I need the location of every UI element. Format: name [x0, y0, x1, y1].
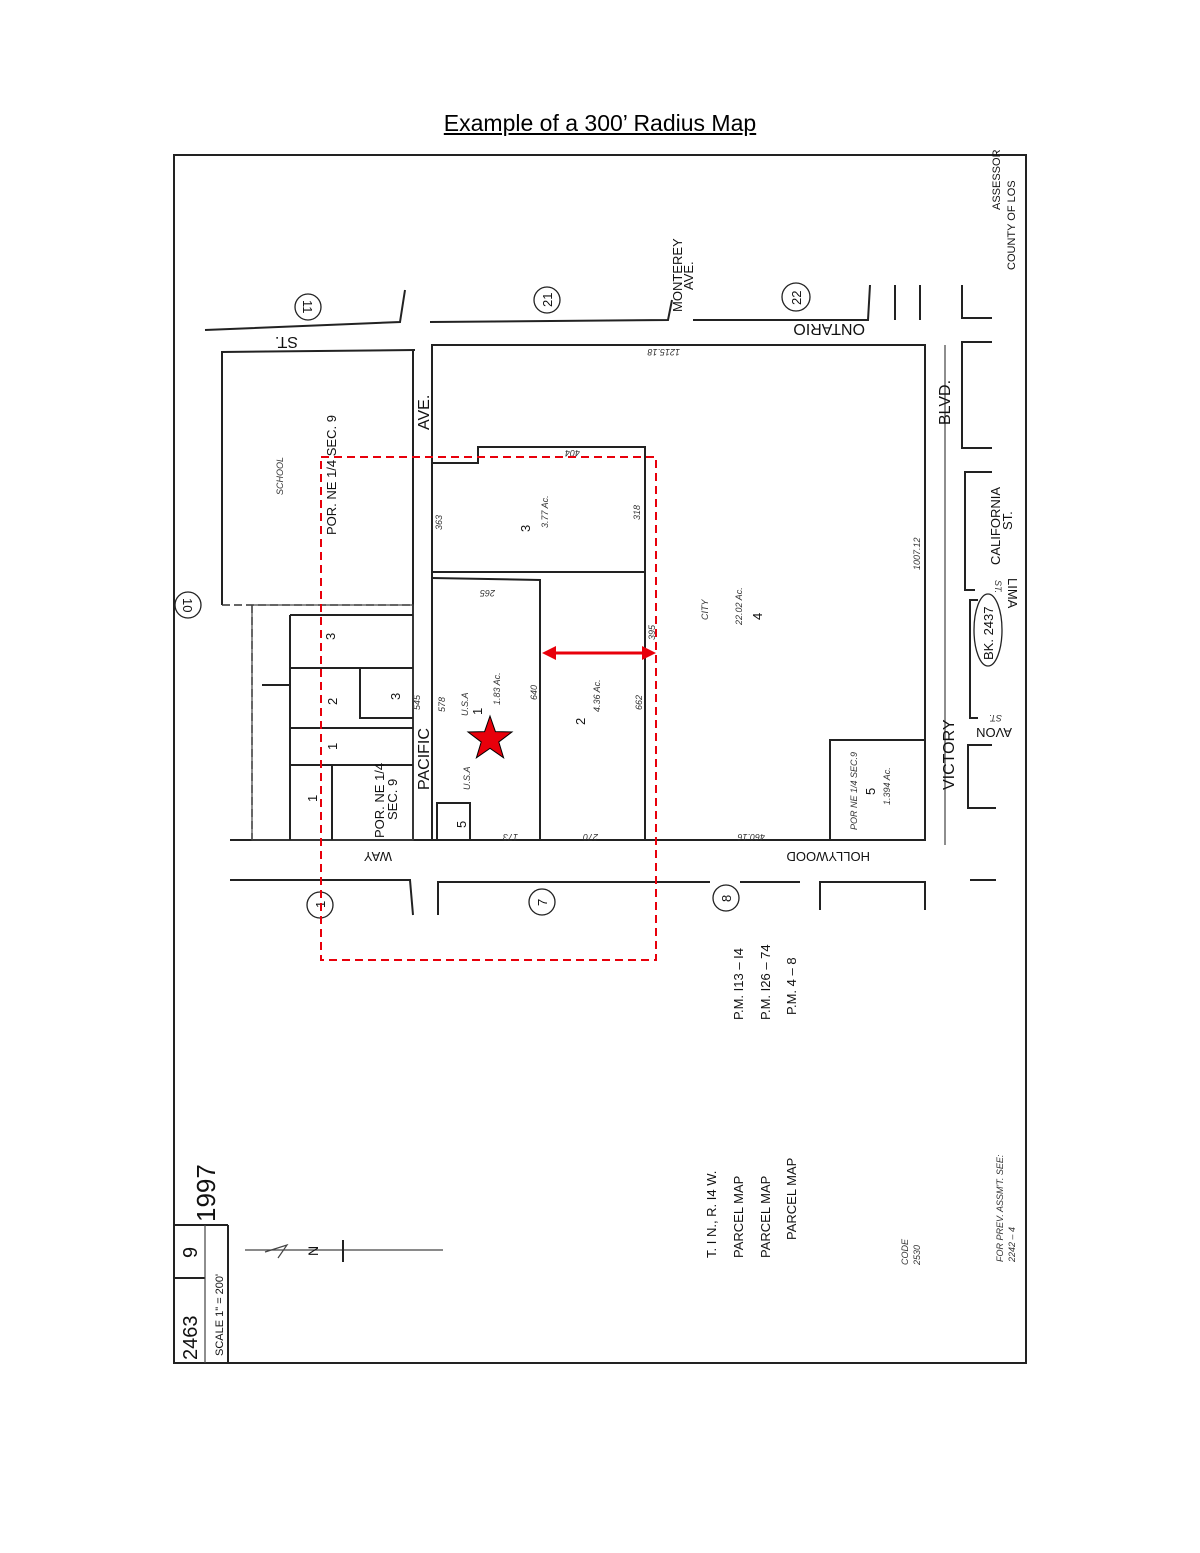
street-st: ST. [275, 333, 298, 350]
svg-text:3: 3 [323, 633, 338, 640]
svg-text:PARCEL MAP: PARCEL MAP [758, 1176, 773, 1258]
svg-text:COUNTY OF LOS: COUNTY OF LOS [1006, 180, 1018, 270]
parcel-labels: 3 3.77 Ac. 2 4.36 Ac. U.S.A 1 1.83 Ac. C… [275, 415, 892, 838]
svg-text:FOR PREV. ASSM'T. SEE:: FOR PREV. ASSM'T. SEE: [995, 1154, 1005, 1262]
svg-text:1: 1 [325, 743, 340, 750]
svg-text:SCHOOL: SCHOOL [275, 457, 285, 495]
subject-property-star-icon [466, 714, 514, 760]
block-number: 21 [540, 293, 555, 307]
svg-text:P.M. I26 – 74: P.M. I26 – 74 [758, 944, 773, 1020]
svg-text:POR. NE 1/4 SEC. 9: POR. NE 1/4 SEC. 9 [324, 415, 339, 535]
road-lines [204, 284, 996, 916]
svg-text:1.394 Ac.: 1.394 Ac. [882, 767, 892, 805]
svg-text:318: 318 [632, 505, 642, 520]
svg-text:POR. NE 1/4: POR. NE 1/4 [372, 763, 387, 838]
north-arrow-icon: N [245, 1240, 443, 1262]
street-pacific: PACIFIC [416, 728, 433, 790]
svg-text:395: 395 [647, 624, 657, 640]
street-victory: VICTORY [941, 719, 958, 790]
street-monterey-ave: AVE. [681, 261, 696, 290]
page-number: 9 [180, 1247, 202, 1258]
svg-text:1215.18: 1215.18 [647, 347, 680, 357]
scale-label: SCALE 1" = 200' [214, 1274, 226, 1356]
book-number: 2463 [180, 1316, 202, 1361]
dimension-labels: 265 640 662 270 460.16 1007.12 578 363 3… [412, 347, 922, 842]
svg-text:1007.12: 1007.12 [912, 537, 922, 570]
svg-text:CITY: CITY [700, 599, 710, 620]
svg-text:5: 5 [454, 821, 469, 828]
svg-text:545: 545 [412, 694, 422, 710]
block-number: 11 [300, 300, 315, 314]
svg-text:2242 – 4: 2242 – 4 [1007, 1227, 1017, 1263]
radius-boundary [320, 456, 657, 961]
svg-text:2: 2 [573, 718, 588, 725]
svg-text:CODE: CODE [900, 1238, 910, 1265]
page-title: Example of a 300’ Radius Map [443, 110, 757, 136]
street-lima-st: ST. [993, 580, 1003, 593]
street-ontario: ONTARIO [793, 320, 865, 337]
street-california-st: ST. [1000, 511, 1015, 530]
svg-text:POR NE 1/4 SEC.9: POR NE 1/4 SEC.9 [849, 752, 859, 830]
svg-text:T. I N., R. I4 W.: T. I N., R. I4 W. [704, 1171, 719, 1258]
book-reference: BK. 2437 [981, 607, 996, 661]
svg-text:3: 3 [388, 693, 403, 700]
legend: T. I N., R. I4 W. PARCEL MAP P.M. I13 – … [704, 149, 1018, 1266]
svg-text:265: 265 [479, 588, 496, 598]
svg-text:404: 404 [565, 448, 580, 458]
svg-text:640: 640 [529, 685, 539, 700]
svg-text:1: 1 [305, 795, 320, 802]
street-lima: LIMA [1005, 578, 1020, 609]
block-number: 10 [180, 598, 195, 612]
map-frame [173, 154, 1027, 1364]
street-labels: ST. AVE. PACIFIC ONTARIO MONTEREY AVE. B… [275, 238, 1020, 864]
street-monterey: MONTEREY [670, 238, 685, 312]
svg-text:P.M. I13 – I4: P.M. I13 – I4 [731, 948, 746, 1020]
svg-text:363: 363 [434, 515, 444, 530]
book-circle [973, 593, 1003, 667]
svg-text:270: 270 [583, 832, 599, 842]
svg-text:PARCEL MAP: PARCEL MAP [784, 1158, 799, 1240]
svg-text:4.36 Ac.: 4.36 Ac. [592, 679, 602, 712]
svg-text:3.77 Ac.: 3.77 Ac. [540, 495, 550, 528]
svg-text:SEC. 9: SEC. 9 [385, 779, 400, 820]
street-way: WAY [364, 849, 392, 864]
svg-text:578: 578 [437, 697, 447, 712]
svg-text:22.02 Ac.: 22.02 Ac. [734, 587, 744, 626]
street-avon: AVON [976, 725, 1012, 740]
svg-text:662: 662 [634, 695, 644, 710]
block-numbers: 10 11 21 22 7 8 1 BK. 2437 [174, 282, 1003, 919]
street-california: CALIFORNIA [988, 487, 1003, 565]
block-number: 8 [719, 895, 734, 902]
svg-text:2530: 2530 [912, 1245, 922, 1266]
street-blvd: BLVD. [937, 380, 954, 425]
street-ave: AVE. [416, 395, 433, 430]
svg-text:1.83 Ac.: 1.83 Ac. [492, 672, 502, 705]
svg-text:U.S.A: U.S.A [462, 766, 472, 790]
svg-text:P.M. 4 – 8: P.M. 4 – 8 [784, 957, 799, 1015]
parcel-lines [222, 344, 926, 841]
svg-text:3: 3 [518, 525, 533, 532]
block-number: 22 [789, 291, 804, 305]
north-label: N [305, 1246, 321, 1256]
svg-text:1: 1 [470, 708, 485, 715]
title-block: 2463 9 SCALE 1" = 200' 1997 [174, 1164, 229, 1363]
year-label: 1997 [191, 1164, 221, 1222]
svg-text:ASSESSOR: ASSESSOR [991, 149, 1003, 210]
street-hollywood: HOLLYWOOD [786, 849, 870, 864]
svg-text:4: 4 [750, 613, 765, 620]
svg-text:2: 2 [325, 698, 340, 705]
svg-text:5: 5 [863, 788, 878, 795]
radius-distance-arrow [542, 646, 656, 660]
svg-text:173: 173 [503, 832, 518, 842]
street-avon-st: ST. [989, 713, 1002, 723]
svg-text:PARCEL MAP: PARCEL MAP [731, 1176, 746, 1258]
svg-text:460.16: 460.16 [737, 832, 765, 842]
svg-text:U.S.A: U.S.A [460, 692, 470, 716]
block-number: 7 [535, 899, 550, 906]
